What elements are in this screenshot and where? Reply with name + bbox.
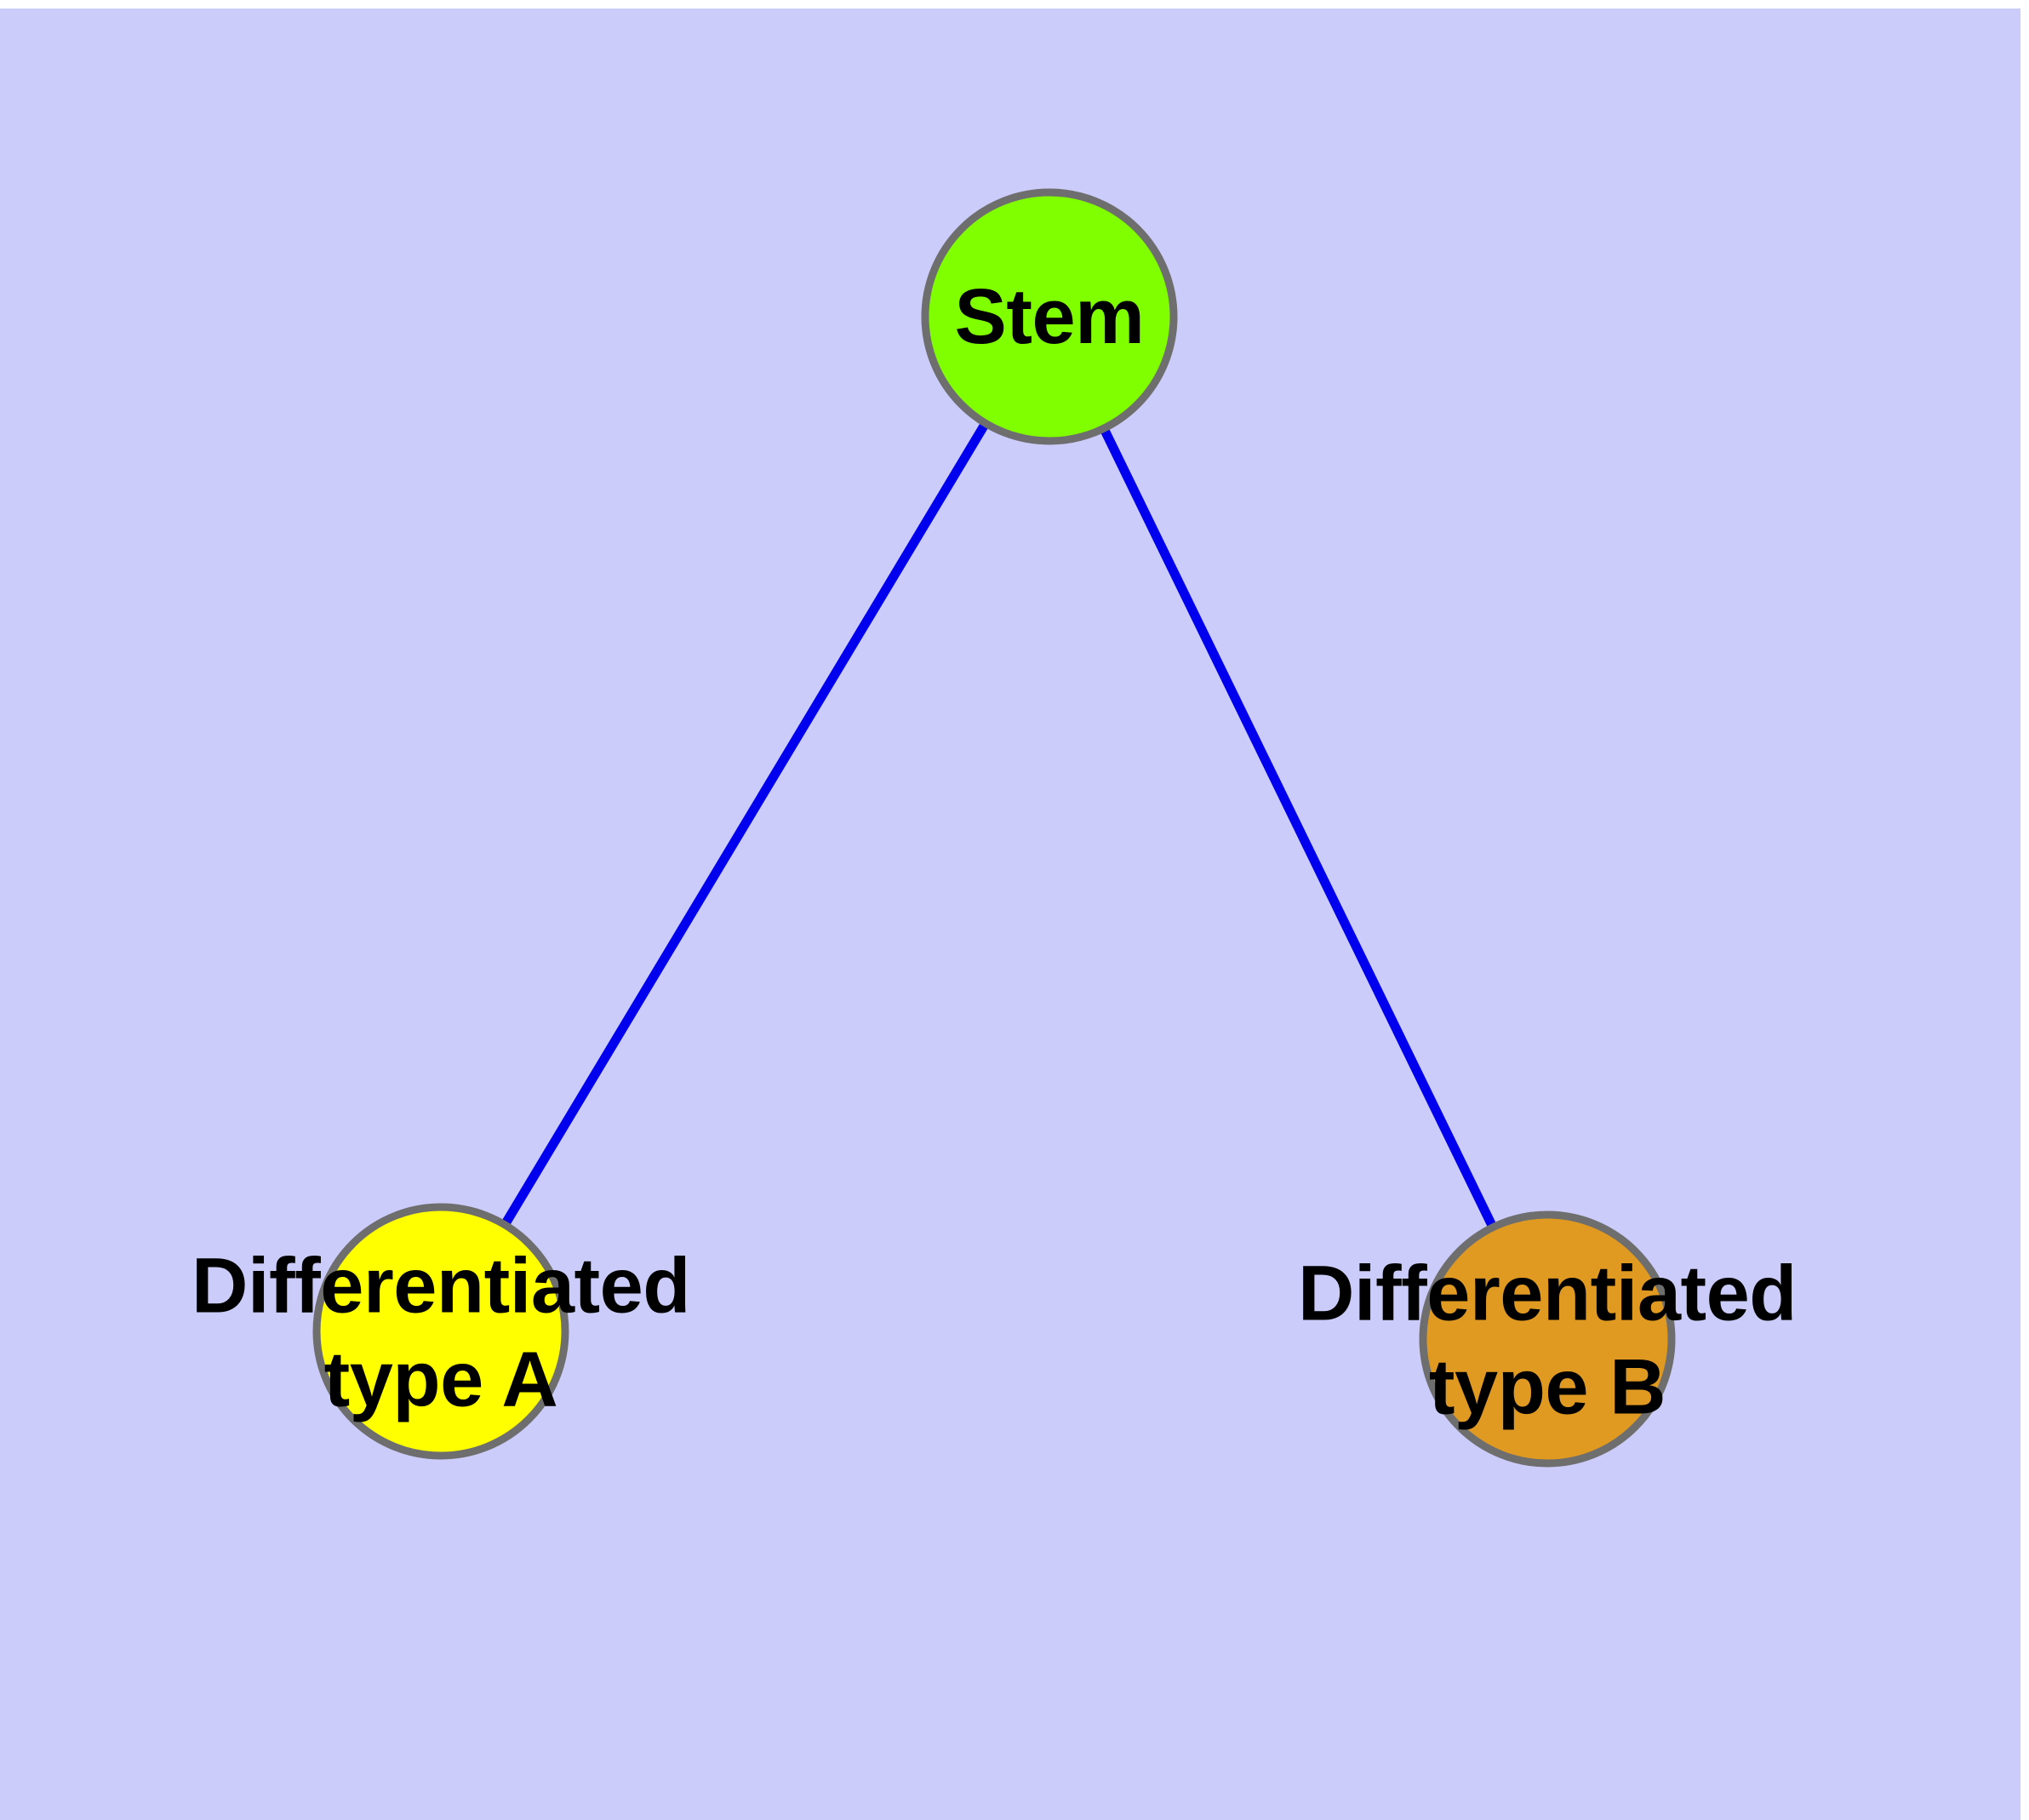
node-layer (312, 188, 1676, 1468)
node-stem[interactable] (921, 188, 1178, 445)
node-differentiated-type-a[interactable] (312, 1203, 569, 1460)
edge-layer (437, 314, 1552, 1342)
edge-stem-to-diff-b[interactable] (1045, 314, 1552, 1342)
node-differentiated-type-b[interactable] (1419, 1210, 1676, 1468)
edge-stem-to-diff-a[interactable] (437, 314, 1054, 1334)
